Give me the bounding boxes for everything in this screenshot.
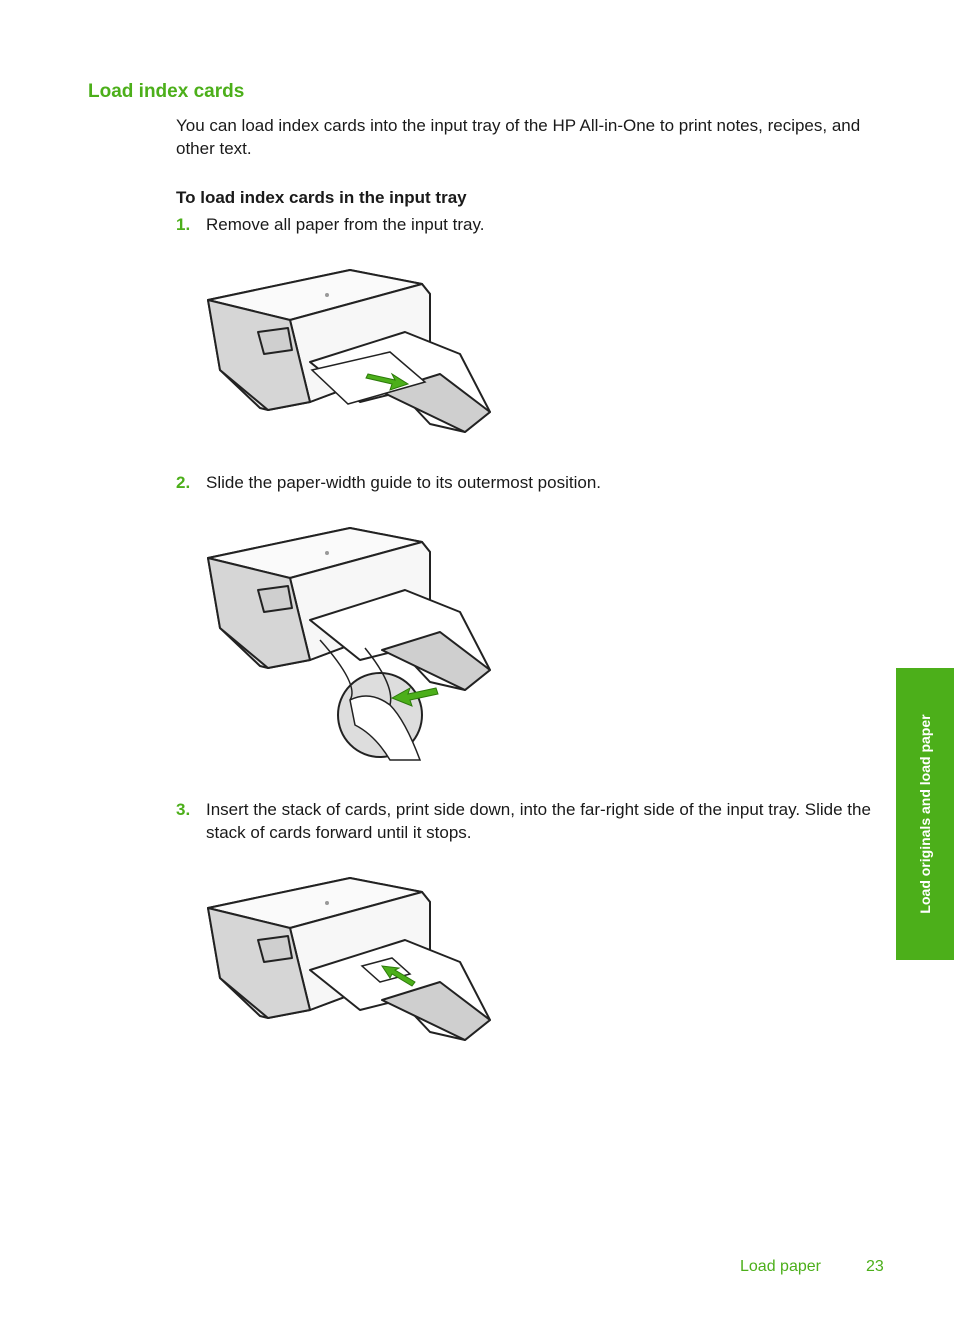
green-arrow-icon [390,686,439,707]
step-2: 2. Slide the paper-width guide to its ou… [176,471,896,494]
step-text: Slide the paper-width guide to its outer… [206,473,602,492]
step-number: 1. [176,215,191,234]
step-3: 3. Insert the stack of cards, print side… [176,798,896,844]
printer-illustration-insert-cards [207,877,491,1041]
step-1: 1. Remove all paper from the input tray. [176,213,896,236]
green-arrow-icon [365,372,410,391]
printer-illustration-remove-paper [207,269,491,433]
printer-illustration-slide-guide [207,527,491,761]
step-text: Remove all paper from the input tray. [206,215,485,234]
step-text: Insert the stack of cards, print side do… [206,800,871,842]
footer-section-label: Load paper [740,1258,821,1275]
side-tab-label: Load originals and load paper [917,714,933,914]
step-number: 2. [176,473,191,492]
procedure-title: To load index cards in the input tray [176,188,467,207]
intro-paragraph: You can load index cards into the input … [176,116,861,158]
step-number: 3. [176,800,191,819]
hand-illustration [349,695,422,761]
green-arrow-icon [380,965,416,987]
chapter-side-tab: Load originals and load paper [896,668,954,960]
page-number: 23 [866,1258,884,1275]
section-title: Load index cards [88,81,245,102]
